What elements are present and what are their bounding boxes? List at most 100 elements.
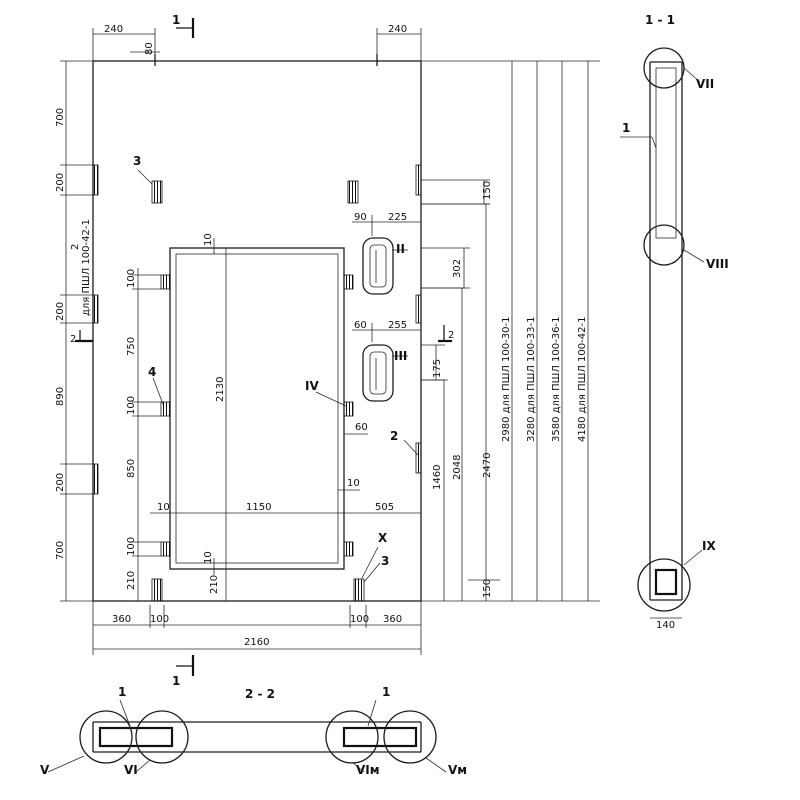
cut-1-bottom: 1 (172, 674, 180, 688)
opening-outer (169, 247, 345, 570)
element-III-inner (369, 351, 387, 395)
lifting-loop (347, 180, 359, 204)
element-II-outer (362, 237, 394, 295)
detail-IX: IX (702, 539, 716, 553)
embedded-plate (415, 442, 422, 474)
leader (683, 549, 703, 566)
dim-bottom-100-right: 100 (350, 614, 369, 625)
ref-X: X (378, 531, 388, 545)
dim-left-3: 890 (55, 387, 66, 406)
leader (135, 759, 151, 773)
opening-plate (343, 401, 354, 417)
dim-60b: 60 (355, 422, 368, 433)
cut-2-right: 2 (448, 330, 454, 341)
element-II-inner (369, 244, 387, 288)
variant-3: 4180 для ПШЛ 100-42-1 (577, 317, 588, 442)
section-1-1-width: 140 (656, 620, 675, 631)
opening-plate (160, 274, 171, 290)
leader (683, 249, 705, 263)
opening-inner (175, 253, 339, 564)
part-labels: 2 для ПШЛ 100-42-1 3 4 2 3 2 2 II III IV… (70, 13, 454, 688)
ref-IV: IV (305, 379, 319, 393)
section-1-1: 1 - 1 1 VII VIII IX 140 (620, 13, 729, 631)
dim-2048: 2048 (452, 455, 463, 480)
lifting-loop (151, 180, 163, 204)
dim-90: 90 (354, 212, 367, 223)
dim-opening-height: 2130 (215, 377, 226, 402)
variant-2: 3580 для ПШЛ 100-36-1 (551, 317, 562, 442)
dim-bottom-360-right: 360 (383, 614, 402, 625)
part-2: 2 (390, 429, 398, 443)
section-cut-markers (75, 18, 452, 676)
detail-VIm-circle (325, 710, 379, 764)
panel-elevation (92, 54, 422, 602)
dim-60a: 60 (354, 320, 367, 331)
dim-inner-2: 100 (126, 396, 137, 415)
variant-0: 2980 для ПШЛ 100-30-1 (501, 317, 512, 442)
detail-VIII: VIII (706, 257, 729, 271)
part-4: 4 (148, 365, 156, 379)
element-III-outer (362, 344, 394, 402)
dim-bottom-inset: 10 (203, 551, 214, 564)
dim-left-4: 200 (55, 473, 66, 492)
dim-inner-3: 850 (126, 459, 137, 478)
dim-bottom-gap: 210 (209, 575, 220, 594)
dim-top-inset: 10 (203, 233, 214, 246)
leader (367, 699, 377, 727)
embedded-plate (92, 463, 99, 495)
dim-bottom-100-left: 100 (150, 614, 169, 625)
part-3a: 3 (133, 154, 141, 168)
embedded-plate (415, 164, 422, 196)
leader (651, 136, 657, 149)
dimension-labels: 240 80 240 700 200 200 890 200 700 100 7… (55, 24, 493, 648)
bottom-block (654, 568, 678, 596)
dim-inner-0: 100 (126, 269, 137, 288)
leader (119, 699, 131, 727)
detail-V: V (40, 763, 50, 777)
note-left-text: для ПШЛ 100-42-1 (81, 219, 92, 316)
detail-V-circle (79, 710, 133, 764)
dim-right-offset: 505 (375, 502, 394, 513)
dim-inner-1: 750 (126, 337, 137, 356)
section-1-1-part: 1 (622, 121, 630, 135)
dim-150-top: 150 (482, 181, 493, 200)
dim-left-1: 200 (55, 173, 66, 192)
variant-1: 3280 для ПШЛ 100-33-1 (526, 317, 537, 442)
dim-255: 255 (388, 320, 407, 331)
detail-VI: VI (124, 763, 138, 777)
section-2-2-part-left: 1 (118, 685, 126, 699)
embedded-plate (92, 164, 99, 196)
variant-labels: 2980 для ПШЛ 100-30-1 3280 для ПШЛ 100-3… (501, 317, 588, 442)
section-2-2-part-right: 1 (382, 685, 390, 699)
dim-bottom-360-left: 360 (112, 614, 131, 625)
part-3b: 3 (381, 554, 389, 568)
detail-IX-circle (637, 558, 691, 612)
dim-inner-5: 210 (126, 571, 137, 590)
dim-2470: 2470 (482, 453, 493, 478)
dim-opening-width: 1150 (246, 502, 271, 513)
section-2-2: 2 - 2 1 1 V VI VIм Vм (40, 685, 467, 777)
panel-outline (92, 60, 422, 602)
ref-II: II (396, 242, 405, 256)
dim-1460: 1460 (432, 465, 443, 490)
dim-left-inset: 10 (157, 502, 170, 513)
detail-VIm: VIм (356, 763, 380, 777)
opening-plate (160, 401, 171, 417)
opening-plate (160, 541, 171, 557)
dim-inner-4: 100 (126, 537, 137, 556)
cut-2-left: 2 (70, 334, 76, 345)
opening-plate (343, 274, 354, 290)
dim-left-2: 200 (55, 302, 66, 321)
ref-III: III (394, 349, 407, 363)
dim-left-0: 700 (55, 108, 66, 127)
rebar-left (98, 726, 174, 748)
detail-Vm-circle (383, 710, 437, 764)
leader (425, 757, 447, 773)
dim-302: 302 (452, 259, 463, 278)
leader (351, 761, 365, 773)
section-2-2-title: 2 - 2 (245, 687, 275, 701)
rebar-cage (655, 67, 677, 239)
dimension-lines (60, 28, 600, 655)
dim-225: 225 (388, 212, 407, 223)
